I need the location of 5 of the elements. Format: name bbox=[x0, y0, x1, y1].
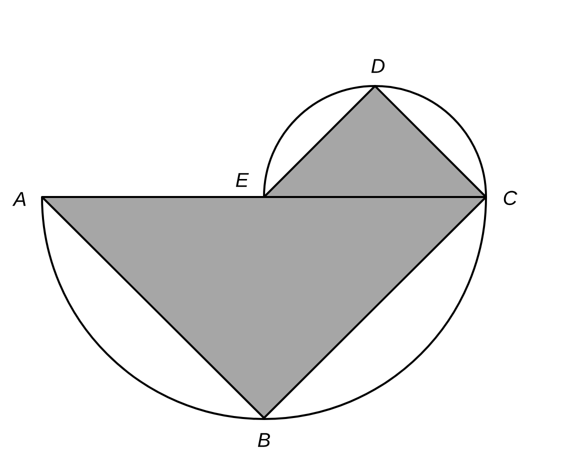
point-label: D bbox=[371, 59, 385, 73]
point-label: C bbox=[504, 190, 518, 206]
point-label: B bbox=[258, 433, 270, 447]
point-label: A bbox=[12, 192, 26, 206]
point-label: E bbox=[236, 173, 249, 187]
